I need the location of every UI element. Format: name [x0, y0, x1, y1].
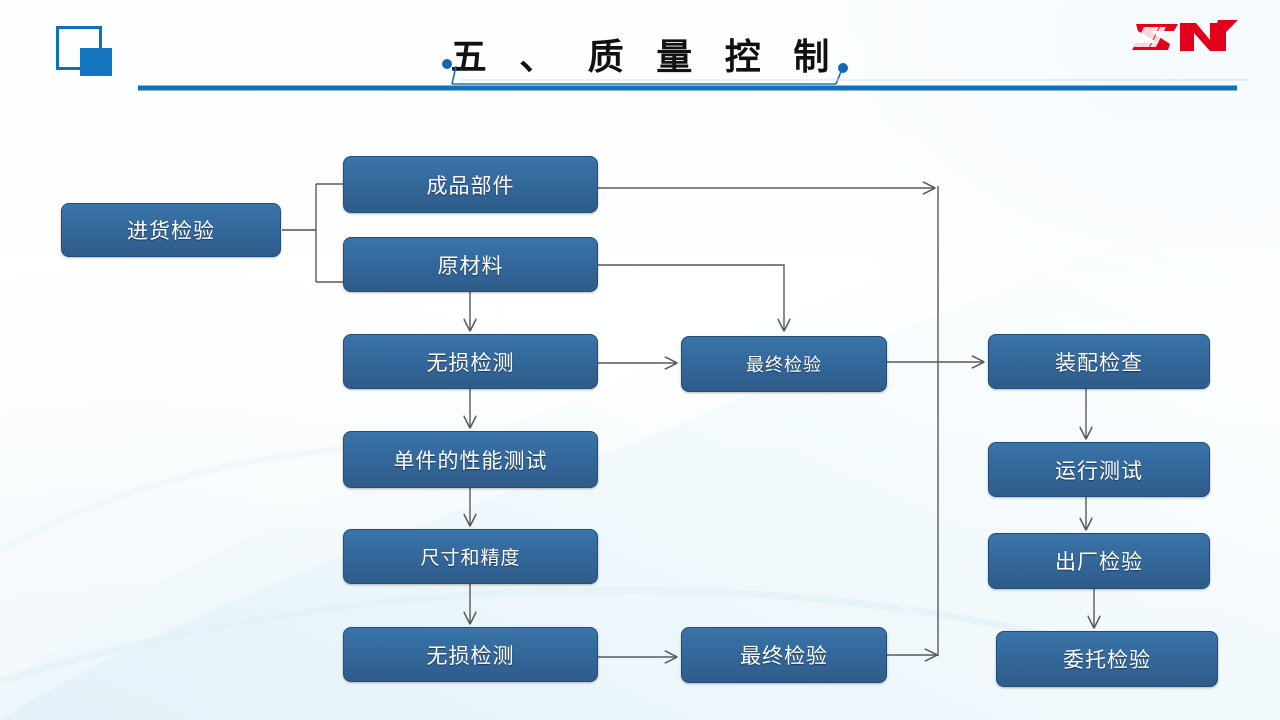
flow-node-operation-test[interactable]: 运行测试	[988, 442, 1210, 497]
flow-node-entrusted-inspection[interactable]: 委托检验	[996, 631, 1218, 687]
flow-node-single-part-test[interactable]: 单件的性能测试	[343, 431, 598, 488]
title-deco-left-dot	[442, 59, 452, 69]
flow-node-assembly-check[interactable]: 装配检查	[988, 334, 1210, 389]
zn-company-logo	[1132, 20, 1238, 51]
flow-node-finished-parts[interactable]: 成品部件	[343, 156, 598, 213]
flow-node-dimension-accuracy[interactable]: 尺寸和精度	[343, 529, 598, 584]
title-decoration	[138, 59, 1248, 91]
flow-node-final-inspection-upper[interactable]: 最终检验	[681, 336, 887, 392]
flow-node-factory-inspection[interactable]: 出厂检验	[988, 533, 1210, 589]
flow-node-ndt-upper[interactable]: 无损检测	[343, 334, 598, 389]
title-deco-right-dot	[838, 63, 848, 73]
square-fill-shape	[80, 48, 112, 76]
title-deco-left-tick	[451, 65, 457, 85]
flow-node-incoming-inspection[interactable]: 进货检验	[61, 203, 281, 257]
flow-node-final-inspection-lower[interactable]: 最终检验	[681, 627, 887, 683]
flow-node-raw-material[interactable]: 原材料	[343, 237, 598, 292]
flow-node-ndt-lower[interactable]: 无损检测	[343, 627, 598, 682]
square-logo-icon	[56, 26, 112, 76]
page-title: 五 、 质 量 控 制	[450, 37, 840, 78]
connector-raw-to-final-upper	[598, 264, 784, 330]
